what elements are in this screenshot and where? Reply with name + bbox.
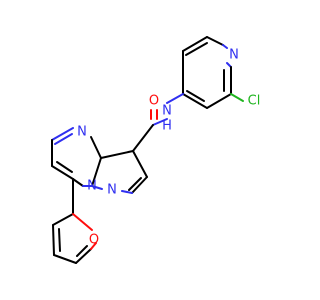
bond (128, 177, 142, 191)
bond (56, 161, 73, 173)
bond (182, 36, 208, 52)
bond (91, 185, 103, 190)
bond (121, 190, 133, 194)
bond (51, 165, 74, 180)
bond (131, 176, 148, 194)
bond (90, 242, 97, 250)
carbonyl-oxygen-label: O (149, 94, 159, 109)
bond (100, 150, 134, 159)
pyrimidine-nitrogen-label: N (77, 125, 87, 140)
amide-c-bond (152, 118, 168, 126)
bond (53, 254, 77, 264)
furan-oxygen-label: O (89, 233, 99, 248)
bridgehead-nitrogen-label: N (87, 179, 97, 194)
bond (72, 213, 93, 231)
bond (206, 36, 224, 46)
chlorine-label: Cl (248, 94, 261, 109)
bond (51, 127, 74, 141)
bond (186, 90, 205, 102)
bond (182, 93, 208, 109)
molecule-structure: N Cl N H O N N N O (51, 36, 261, 264)
bond (90, 136, 102, 159)
amide-nitrogen-label: N (162, 104, 172, 119)
carboxamide-bond (132, 124, 154, 152)
pyridine-nitrogen-label: N (229, 48, 239, 63)
bond (72, 178, 84, 187)
bond (52, 224, 55, 256)
bond (206, 93, 232, 109)
furan-ring (52, 213, 97, 264)
amide-hydrogen-label: H (162, 119, 172, 134)
bond (54, 133, 73, 145)
pyrazolo-pyrimidine-core (51, 127, 148, 215)
bond (76, 245, 88, 257)
bond (132, 150, 148, 178)
bond (75, 248, 92, 264)
bond (222, 44, 228, 49)
bond (52, 213, 74, 226)
bond (185, 42, 208, 56)
pyridine-ring (182, 36, 232, 109)
chlorine-bond (230, 93, 244, 102)
bond (58, 228, 61, 252)
pyrazole-nitrogen-label: N (107, 183, 117, 198)
bond (91, 157, 102, 187)
amide-n-bond (166, 93, 184, 104)
